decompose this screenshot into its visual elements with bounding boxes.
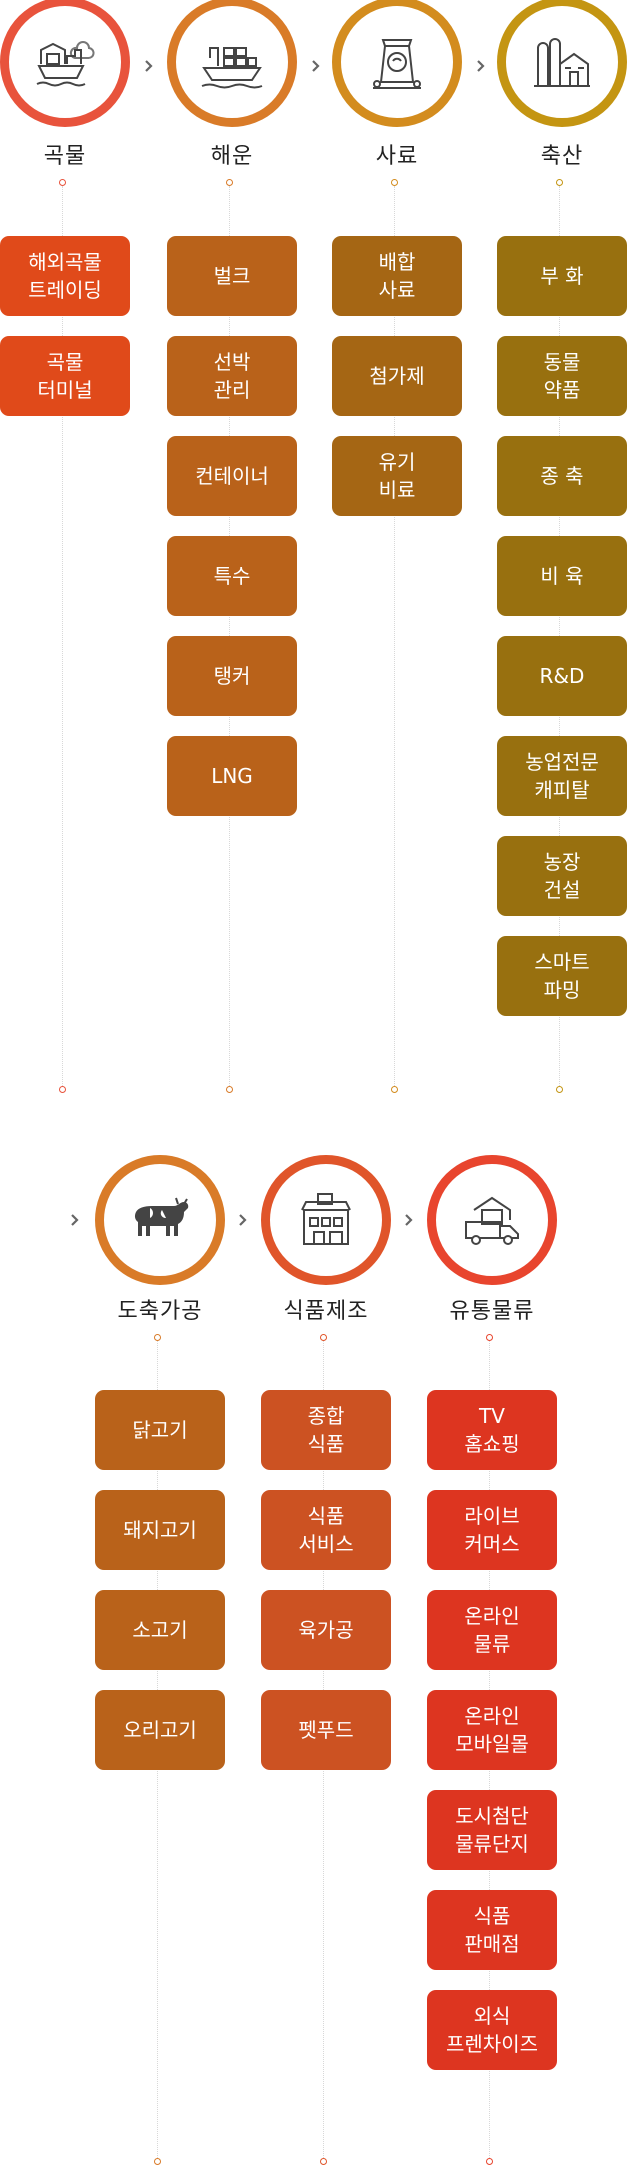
timeline-dot-start xyxy=(556,179,563,186)
category-item-box[interactable]: 비 육 xyxy=(497,536,627,616)
category-item-box[interactable]: 종 축 xyxy=(497,436,627,516)
category-item-box[interactable]: 농업전문 캐피탈 xyxy=(497,736,627,816)
chevron-right-icon xyxy=(309,58,323,72)
category-item-box[interactable]: 농장 건설 xyxy=(497,836,627,916)
category-icon-circle xyxy=(427,1155,557,1285)
farm-silo-icon xyxy=(530,30,594,94)
timeline-dot-end xyxy=(154,2158,161,2165)
category-title: 사료 xyxy=(375,144,419,169)
category-title: 축산 xyxy=(540,144,584,169)
category-item-box[interactable]: 닭고기 xyxy=(95,1390,225,1470)
category-item-box[interactable]: 도시첨단 물류단지 xyxy=(427,1790,557,1870)
chevron-right-icon xyxy=(474,58,488,72)
category-item-box[interactable]: 컨테이너 xyxy=(167,436,297,516)
category-item-box[interactable]: 육가공 xyxy=(261,1590,391,1670)
category-title: 도축가공 xyxy=(117,1299,203,1324)
category-item-box[interactable]: 오리고기 xyxy=(95,1690,225,1770)
timeline-dot-end xyxy=(59,1086,66,1093)
category-item-box[interactable]: 돼지고기 xyxy=(95,1490,225,1570)
timeline-dot-start xyxy=(320,1334,327,1341)
cow-icon xyxy=(128,1188,192,1252)
timeline-dot-start xyxy=(226,179,233,186)
category-item-box[interactable]: 온라인 모바일몰 xyxy=(427,1690,557,1770)
category-item-box[interactable]: R&D xyxy=(497,636,627,716)
timeline-dot-end xyxy=(486,2158,493,2165)
category-item-box[interactable]: 라이브 커머스 xyxy=(427,1490,557,1570)
category-item-box[interactable]: 배합 사료 xyxy=(332,236,462,316)
factory-icon xyxy=(294,1188,358,1252)
category-icon-circle xyxy=(332,0,462,127)
category-item-box[interactable]: 펫푸드 xyxy=(261,1690,391,1770)
chevron-right-icon xyxy=(402,1212,416,1226)
category-title: 식품제조 xyxy=(283,1299,369,1324)
category-icon-circle xyxy=(167,0,297,127)
timeline-dot-end xyxy=(556,1086,563,1093)
category-item-box[interactable]: 식품 서비스 xyxy=(261,1490,391,1570)
timeline-dot-start xyxy=(154,1334,161,1341)
category-item-box[interactable]: 스마트 파밍 xyxy=(497,936,627,1016)
timeline-dot-end xyxy=(391,1086,398,1093)
category-item-box[interactable]: 탱커 xyxy=(167,636,297,716)
chevron-right-icon xyxy=(236,1212,250,1226)
timeline-dotted-line xyxy=(62,186,63,1086)
category-item-box[interactable]: 유기 비료 xyxy=(332,436,462,516)
category-item-box[interactable]: 외식 프렌차이즈 xyxy=(427,1990,557,2070)
category-item-box[interactable]: TV 홈쇼핑 xyxy=(427,1390,557,1470)
timeline-dot-end xyxy=(320,2158,327,2165)
category-title: 유통물류 xyxy=(449,1299,535,1324)
category-item-box[interactable]: 첨가제 xyxy=(332,336,462,416)
category-title: 곡물 xyxy=(43,144,87,169)
delivery-truck-icon xyxy=(460,1188,524,1252)
category-item-box[interactable]: 소고기 xyxy=(95,1590,225,1670)
category-item-box[interactable]: 선박 관리 xyxy=(167,336,297,416)
category-item-box[interactable]: 부 화 xyxy=(497,236,627,316)
container-ship-icon xyxy=(200,30,264,94)
timeline-dot-start xyxy=(391,179,398,186)
category-item-box[interactable]: 해외곡물 트레이딩 xyxy=(0,236,130,316)
category-icon-circle xyxy=(95,1155,225,1285)
grain-ship-icon xyxy=(33,30,97,94)
category-item-box[interactable]: LNG xyxy=(167,736,297,816)
feed-bag-icon xyxy=(365,30,429,94)
category-item-box[interactable]: 특수 xyxy=(167,536,297,616)
chevron-right-icon xyxy=(68,1212,82,1226)
timeline-dotted-line xyxy=(394,186,395,1086)
category-item-box[interactable]: 종합 식품 xyxy=(261,1390,391,1470)
category-item-box[interactable]: 식품 판매점 xyxy=(427,1890,557,1970)
category-item-box[interactable]: 벌크 xyxy=(167,236,297,316)
category-icon-circle xyxy=(497,0,627,127)
timeline-dot-start xyxy=(486,1334,493,1341)
category-title: 해운 xyxy=(210,144,254,169)
timeline-dot-start xyxy=(59,179,66,186)
category-icon-circle xyxy=(261,1155,391,1285)
category-item-box[interactable]: 동물 약품 xyxy=(497,336,627,416)
category-icon-circle xyxy=(0,0,130,127)
chevron-right-icon xyxy=(142,58,156,72)
timeline-dot-end xyxy=(226,1086,233,1093)
category-item-box[interactable]: 곡물 터미널 xyxy=(0,336,130,416)
category-item-box[interactable]: 온라인 물류 xyxy=(427,1590,557,1670)
